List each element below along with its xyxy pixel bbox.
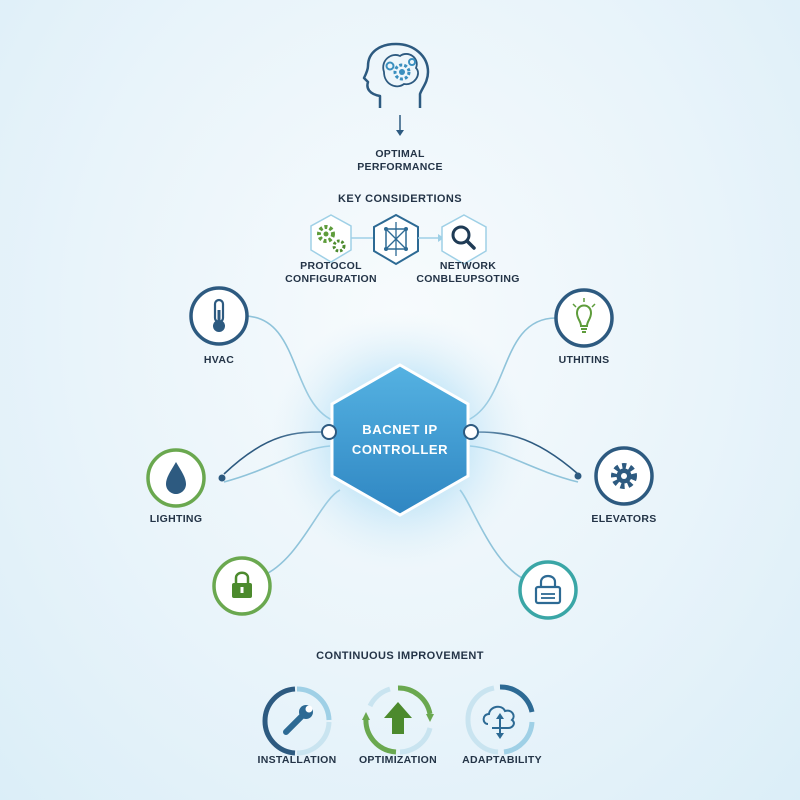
arrow-down-icon bbox=[396, 115, 404, 136]
optimal-performance-line2: PERFORMANCE bbox=[357, 161, 443, 173]
magnifier-hex-icon bbox=[441, 214, 487, 265]
adaptability-cycle bbox=[465, 684, 535, 755]
network-troubleshooting-line1: NETWORK bbox=[439, 260, 497, 272]
adaptability-label: ADAPTABILITY bbox=[462, 754, 542, 766]
elevators-label: ELEVATORS bbox=[591, 513, 657, 525]
utilities-label: UTHITINS bbox=[558, 354, 610, 366]
arrow-up-icon bbox=[384, 702, 412, 734]
elevators-connector-dot bbox=[574, 472, 582, 480]
water-drop-icon bbox=[166, 462, 186, 494]
controller-label-line2: CONTROLLER bbox=[351, 442, 449, 457]
network-troubleshooting-label: NETWORK CONBLEUPSOTING bbox=[416, 260, 519, 286]
hvac-label: HVAC bbox=[203, 354, 235, 366]
lighting-node[interactable] bbox=[146, 448, 206, 508]
gear-icon bbox=[611, 463, 637, 489]
lightbulb-icon bbox=[572, 298, 596, 333]
network-hex-icon bbox=[373, 213, 419, 266]
network-troubleshooting-line2: CONBLEUPSOTING bbox=[416, 273, 520, 285]
optimal-performance-line1: OPTIMAL bbox=[375, 148, 425, 160]
installation-cycle bbox=[262, 686, 332, 756]
utilities-node[interactable] bbox=[554, 288, 614, 348]
controller-label-line1: BACNET IP bbox=[362, 422, 438, 437]
hvac-node[interactable] bbox=[189, 286, 249, 346]
controller-hexagon[interactable] bbox=[330, 363, 470, 517]
wrench-icon bbox=[283, 705, 313, 735]
optimization-cycle bbox=[362, 685, 434, 755]
brain-gear-icon bbox=[362, 42, 430, 108]
gears-hex-icon bbox=[310, 214, 352, 263]
thermometer-icon bbox=[213, 298, 225, 332]
elevators-node[interactable] bbox=[594, 446, 654, 506]
cloud-sync-icon bbox=[482, 705, 515, 739]
protocol-configuration-line1: PROTOCOL bbox=[300, 260, 362, 272]
continuous-improvement-title: CONTINUOUS IMPROVEMENT bbox=[316, 650, 484, 662]
key-considerations-title: KEY CONSIDERTIONS bbox=[338, 193, 462, 205]
lock-icon bbox=[232, 571, 252, 598]
controller-label: BACNET IP CONTROLLER bbox=[352, 420, 448, 460]
optimal-performance-title: OPTIMAL PERFORMANCE bbox=[357, 148, 443, 174]
installation-label: INSTALLATION bbox=[257, 754, 337, 766]
optimization-label: OPTIMIZATION bbox=[358, 754, 438, 766]
center-port-right bbox=[463, 424, 479, 440]
security-node-right[interactable] bbox=[518, 560, 578, 620]
lock-icon bbox=[534, 574, 562, 605]
protocol-configuration-label: PROTOCOL CONFIGURATION bbox=[285, 260, 377, 286]
lighting-connector-dot bbox=[218, 474, 226, 482]
lighting-label: LIGHTING bbox=[149, 513, 203, 525]
security-node-left[interactable] bbox=[212, 556, 272, 616]
center-port-left bbox=[321, 424, 337, 440]
protocol-configuration-line2: CONFIGURATION bbox=[285, 273, 377, 285]
